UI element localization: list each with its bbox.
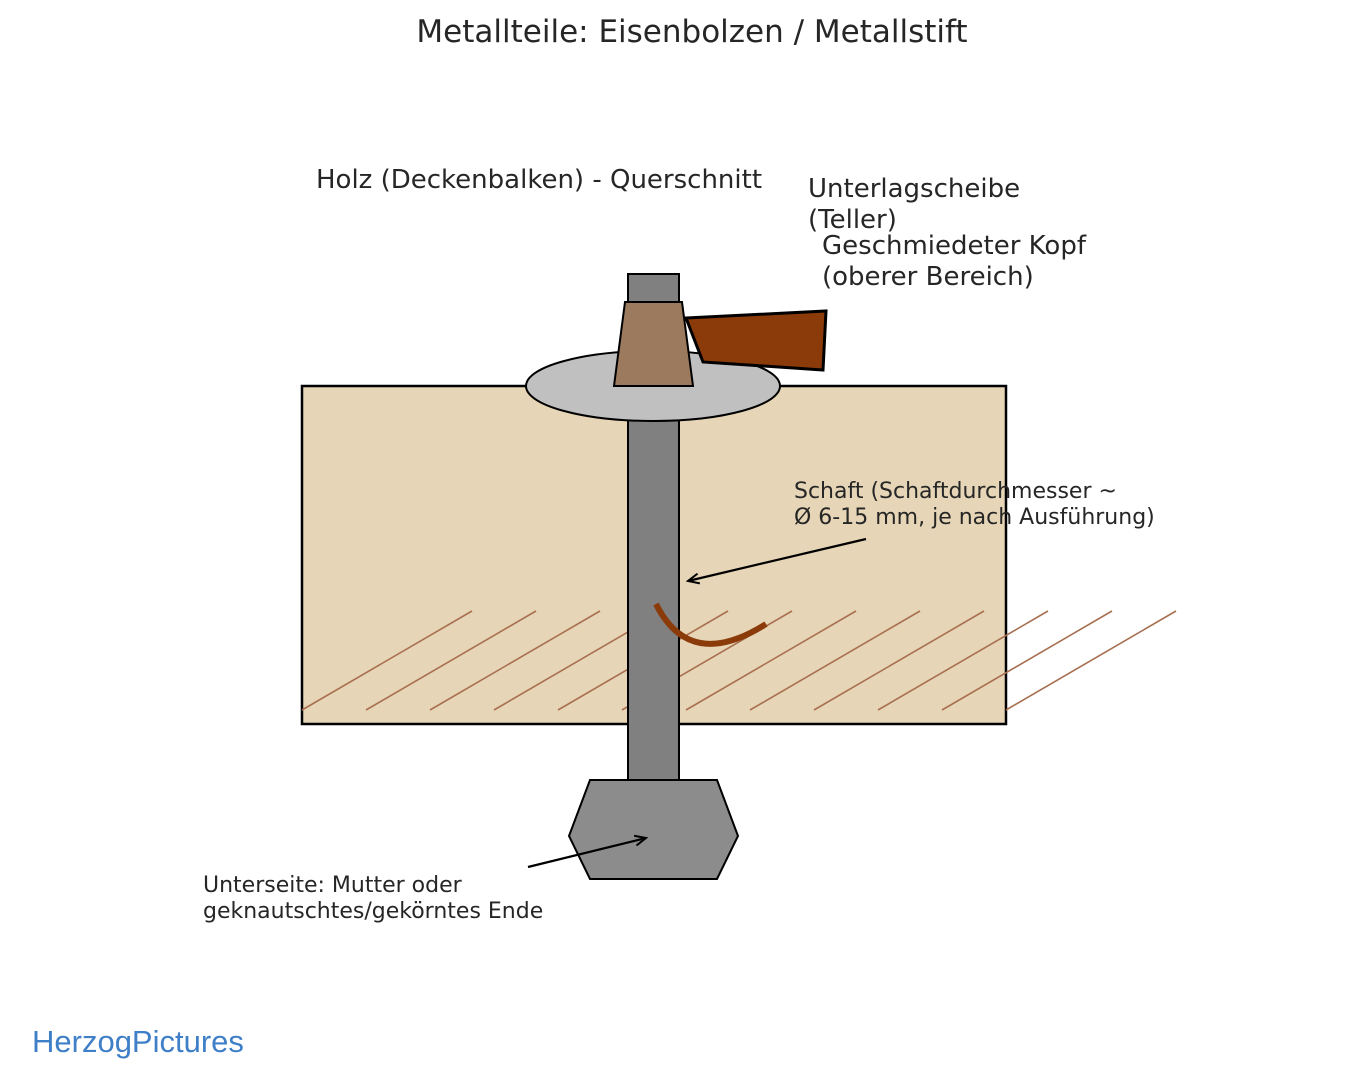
shaft-arrow <box>688 537 867 581</box>
label-forged-head-line1: Geschmiedeter Kopf <box>822 231 1086 261</box>
nut-arrow <box>527 838 646 869</box>
label-shaft-line2: Ø 6-15 mm, je nach Ausführung) <box>794 505 1155 531</box>
label-shaft-line1: Schaft (Schaftdurchmesser ~ <box>794 479 1117 504</box>
label-forged-head: Geschmiedeter Kopf (oberer Bereich) <box>822 231 1086 293</box>
label-underside-line2: geknautschtes/gekörntes Ende <box>203 899 544 925</box>
rust-streak <box>653 602 768 647</box>
bolt-top-cap <box>627 273 680 303</box>
forged-head <box>612 301 695 387</box>
label-underside: Unterseite: Mutter oder geknautschtes/ge… <box>203 873 543 926</box>
label-underside-line1: Unterseite: Mutter oder <box>203 873 462 898</box>
label-shaft: Schaft (Schaftdurchmesser ~ Ø 6-15 mm, j… <box>794 479 1155 532</box>
label-forged-head-line2: (oberer Bereich) <box>822 262 1034 293</box>
nut <box>567 779 740 880</box>
bolt-shaft <box>627 385 680 783</box>
diagram-title: Metallteile: Eisenbolzen / Metallstift <box>416 14 968 50</box>
label-wood: Holz (Deckenbalken) - Querschnitt <box>316 165 763 195</box>
rust-flake <box>683 309 828 372</box>
label-washer: Unterlagscheibe (Teller) <box>808 174 1020 236</box>
label-washer-line2: (Teller) <box>808 205 897 236</box>
label-washer-line1: Unterlagscheibe <box>808 174 1021 204</box>
watermark-logo: HerzogPictures <box>32 1024 244 1059</box>
